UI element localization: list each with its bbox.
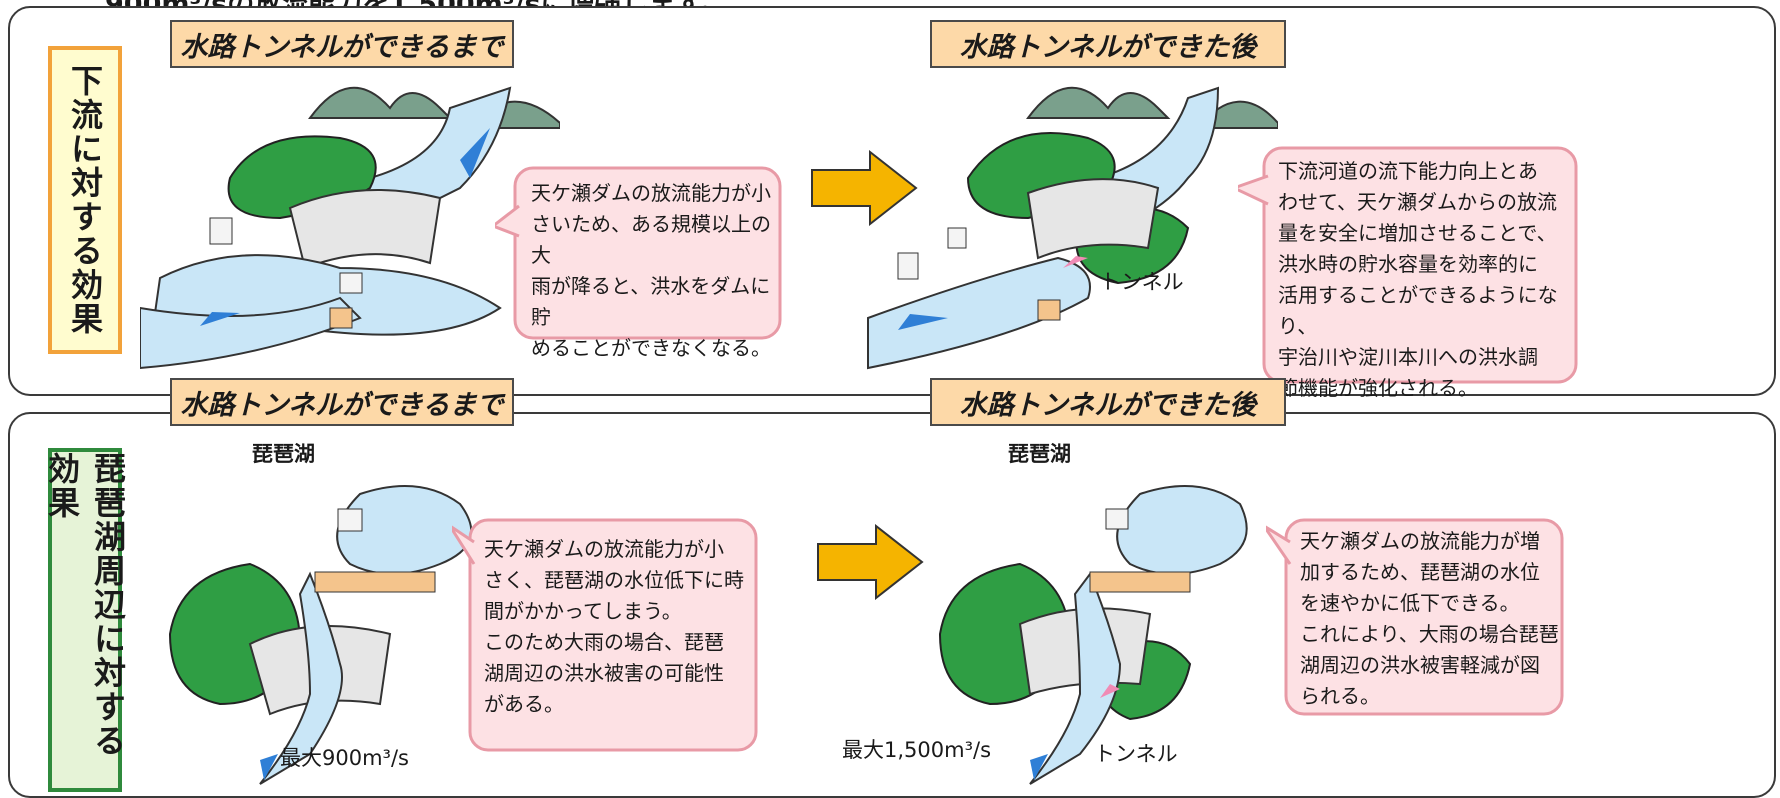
house-icon: [329, 307, 353, 329]
transition-arrow-icon: [817, 524, 924, 600]
river-shape: [259, 571, 343, 785]
after-header: 水路トンネルができた後: [930, 20, 1286, 68]
mountain-shape: [1026, 86, 1171, 119]
transition-arrow-icon: [811, 150, 918, 226]
flow-arrow-icon: [1030, 754, 1048, 780]
dam-shape: [1026, 178, 1160, 260]
dam-shape: [288, 189, 442, 270]
flow-arrow-icon: [898, 314, 948, 330]
tunnel-arrow-icon: [1063, 256, 1088, 268]
flow-arrow-icon: [460, 128, 490, 178]
gate-row-shape: [1089, 571, 1191, 593]
gate-row-shape: [314, 571, 436, 593]
biwako-side-label: 琵琶湖周辺に対する効果: [43, 448, 127, 792]
house-icon: [1105, 508, 1129, 530]
mountain-shape: [308, 86, 453, 119]
flow-before-label: 最大900m³/s: [280, 746, 409, 770]
downstream-effect-panel: 下流に対する効果 水路トンネルができるまで 水路トンネルができた後 天ケ瀬ダムの…: [8, 6, 1776, 400]
before-header: 水路トンネルができるまで: [170, 20, 514, 68]
lake-label: 琵琶湖: [1008, 442, 1071, 466]
building-icon: [209, 217, 233, 245]
house-icon: [337, 508, 363, 532]
lake-label: 琵琶湖: [252, 442, 315, 466]
lake-shape: [1116, 485, 1248, 575]
biwako-before-illustration: [168, 485, 473, 785]
biwako-after-callout: 天ケ瀬ダムの放流能力が増 加するため、琵琶湖の水位 を速やかに低下できる。 これ…: [1266, 518, 1566, 718]
house-icon: [1037, 299, 1061, 321]
downstream-river-shape: [867, 256, 1091, 370]
building-icon: [947, 227, 967, 249]
before-header: 水路トンネルができるまで: [170, 378, 514, 426]
biwako-after-illustration: [938, 485, 1248, 785]
tunnel-label: トンネル: [1100, 270, 1184, 294]
downstream-before-callout: 天ケ瀬ダムの放流能力が小 さいため、ある規模以上の大 雨が降ると、洪水をダムに貯…: [495, 166, 785, 360]
house-icon: [339, 272, 363, 294]
downstream-after-callout: 下流河道の流下能力向上とあ わせて、天ケ瀬ダムからの放流 量を安全に増加させるこ…: [1238, 146, 1580, 400]
tunnel-arrow-icon: [1100, 684, 1120, 698]
biwako-effect-panel: 琵琶湖周辺に対する効果 水路トンネルができるまで 水路トンネルができた後 琵琶湖…: [8, 378, 1776, 798]
lake-shape: [336, 485, 473, 575]
river-shape: [1029, 571, 1122, 785]
flow-arrow-icon: [260, 754, 278, 780]
downstream-side-label: 下流に対する効果: [48, 46, 122, 354]
building-icon: [897, 252, 919, 280]
tunnel-label: トンネル: [1094, 742, 1178, 766]
downstream-before-illustration: [140, 86, 560, 370]
downstream-after-illustration: [867, 86, 1278, 370]
flow-arrow-icon: [200, 312, 240, 326]
after-header: 水路トンネルができた後: [930, 378, 1286, 426]
flow-after-label: 最大1,500m³/s: [842, 738, 992, 762]
biwako-before-callout: 天ケ瀬ダムの放流能力が小 さく、琵琶湖の水位低下に時 間がかかってしまう。 この…: [452, 518, 760, 754]
